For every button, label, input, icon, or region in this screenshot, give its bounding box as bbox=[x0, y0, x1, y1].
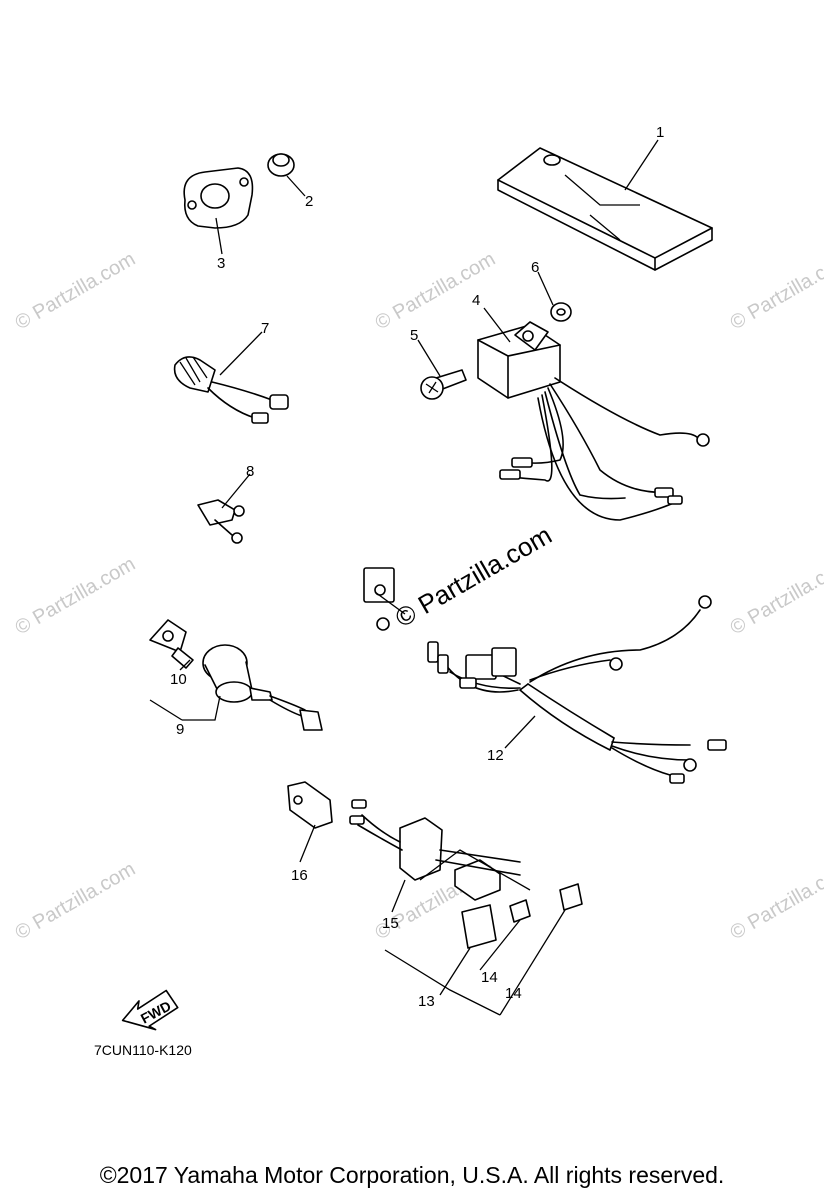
callout-9: 9 bbox=[176, 721, 184, 738]
callout-7: 7 bbox=[261, 320, 269, 337]
part-16-bracket bbox=[287, 781, 333, 829]
part-2-grommet bbox=[267, 153, 295, 177]
callout-6: 6 bbox=[531, 259, 539, 276]
leader-lines bbox=[149, 139, 659, 1016]
watermark: © Partzilla.com bbox=[727, 553, 824, 639]
part-9-main-switch bbox=[149, 619, 323, 731]
callout-5: 5 bbox=[410, 327, 418, 344]
part-4-cdi-unit bbox=[477, 321, 710, 521]
callout-8: 8 bbox=[246, 463, 254, 480]
watermark: © Partzilla.com bbox=[12, 858, 140, 944]
part-7-switch bbox=[173, 356, 289, 424]
watermark: © Partzilla.com bbox=[727, 858, 824, 944]
callout-14-a: 14 bbox=[481, 969, 498, 986]
part-15-connector bbox=[349, 799, 443, 881]
callout-15: 15 bbox=[382, 915, 399, 932]
copyright-notice: ©2017 Yamaha Motor Corporation, U.S.A. A… bbox=[99, 1162, 725, 1188]
callout-4: 4 bbox=[472, 292, 480, 309]
callout-16: 16 bbox=[291, 867, 308, 884]
part-12-wire-harness bbox=[427, 595, 727, 784]
callout-10: 10 bbox=[170, 671, 187, 688]
callout-12: 12 bbox=[487, 747, 504, 764]
callout-13: 13 bbox=[418, 993, 435, 1010]
callout-2: 2 bbox=[305, 193, 313, 210]
callout-14-b: 14 bbox=[505, 985, 522, 1002]
part-6-nut bbox=[550, 302, 572, 322]
fwd-arrow: FWD bbox=[121, 989, 179, 1031]
callouts: 1 2 3 4 5 6 7 8 10 9 12 16 15 14 13 14 bbox=[170, 124, 664, 1010]
watermark: © Partzilla.com bbox=[12, 248, 140, 334]
callout-3: 3 bbox=[217, 255, 225, 272]
partzilla-stamp: © Partzilla.com bbox=[390, 520, 557, 634]
part-8-clamp bbox=[197, 499, 245, 544]
part-1-pad bbox=[497, 147, 713, 271]
watermark: © Partzilla.com bbox=[727, 248, 824, 334]
callout-1: 1 bbox=[656, 124, 664, 141]
diagram-code: 7CUN110-K120 bbox=[94, 1042, 192, 1058]
part-13-fuse-holder bbox=[435, 849, 583, 949]
rectifier-part: © Partzilla.com bbox=[363, 520, 557, 634]
watermark: © Partzilla.com bbox=[12, 553, 140, 639]
part-3-plate bbox=[183, 167, 254, 229]
part-5-screw bbox=[420, 369, 467, 400]
